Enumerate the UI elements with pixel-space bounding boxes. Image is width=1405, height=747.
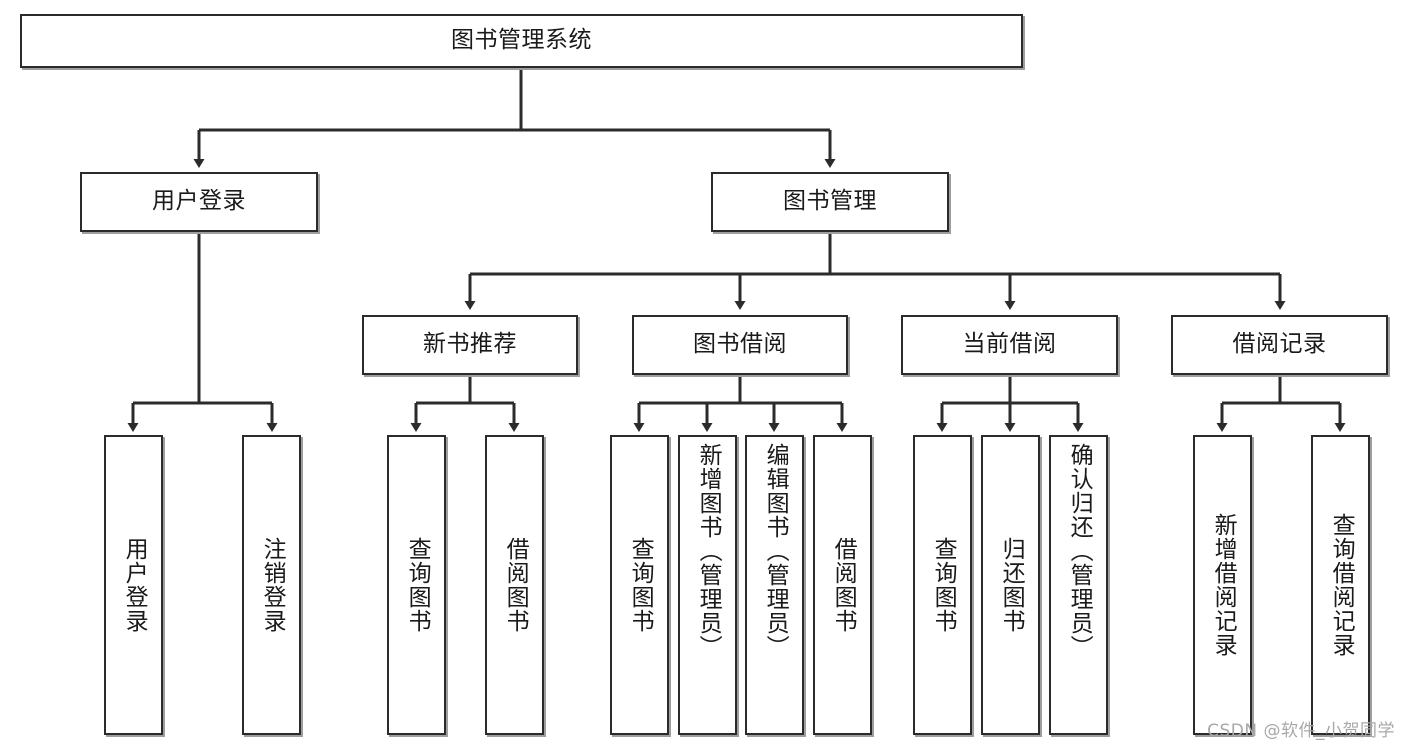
node-current-borrow[interactable]: 当前借阅 bbox=[901, 315, 1118, 375]
leaf-user-login-logout[interactable]: 注销登录 bbox=[242, 435, 301, 735]
leaf-new-book-borrow-label: 借阅图书 bbox=[502, 537, 529, 633]
leaf-current-return-book-label: 归还图书 bbox=[998, 537, 1025, 633]
node-current-borrow-label: 当前借阅 bbox=[962, 331, 1057, 358]
leaf-borrow-edit-book-label: 编辑图书（管理员） bbox=[762, 443, 789, 659]
leaf-borrow-query-book-label: 查询图书 bbox=[627, 537, 654, 633]
leaf-new-book-query[interactable]: 查询图书 bbox=[387, 435, 446, 735]
leaf-borrow-add-book[interactable]: 新增图书（管理员） bbox=[678, 435, 737, 735]
leaf-record-add[interactable]: 新增借阅记录 bbox=[1193, 435, 1252, 735]
node-new-book-recommend[interactable]: 新书推荐 bbox=[362, 315, 578, 375]
leaf-new-book-query-label: 查询图书 bbox=[404, 537, 431, 633]
node-user-login[interactable]: 用户登录 bbox=[80, 172, 318, 232]
leaf-record-query[interactable]: 查询借阅记录 bbox=[1311, 435, 1370, 735]
leaf-borrow-edit-book[interactable]: 编辑图书（管理员） bbox=[745, 435, 804, 735]
node-book-management-label: 图书管理 bbox=[783, 188, 877, 215]
leaf-new-book-borrow[interactable]: 借阅图书 bbox=[485, 435, 544, 735]
leaf-user-login-login[interactable]: 用户登录 bbox=[104, 435, 163, 735]
leaf-borrow-borrow-book[interactable]: 借阅图书 bbox=[813, 435, 872, 735]
leaf-current-confirm-return[interactable]: 确认归还（管理员） bbox=[1049, 435, 1108, 735]
node-user-login-label: 用户登录 bbox=[152, 188, 246, 215]
node-borrow-record-label: 借阅记录 bbox=[1232, 331, 1327, 358]
leaf-borrow-query-book[interactable]: 查询图书 bbox=[610, 435, 669, 735]
leaf-current-confirm-return-label: 确认归还（管理员） bbox=[1066, 443, 1093, 659]
node-root[interactable]: 图书管理系统 bbox=[20, 14, 1023, 68]
node-book-management[interactable]: 图书管理 bbox=[711, 172, 949, 232]
node-borrow-record[interactable]: 借阅记录 bbox=[1171, 315, 1388, 375]
node-book-borrow[interactable]: 图书借阅 bbox=[632, 315, 848, 375]
leaf-current-query-book-label: 查询图书 bbox=[930, 537, 957, 633]
node-new-book-recommend-label: 新书推荐 bbox=[423, 331, 517, 358]
leaf-user-login-logout-label: 注销登录 bbox=[259, 537, 286, 633]
leaf-current-return-book[interactable]: 归还图书 bbox=[981, 435, 1040, 735]
leaf-record-add-label: 新增借阅记录 bbox=[1210, 513, 1237, 657]
leaf-user-login-login-label: 用户登录 bbox=[121, 537, 148, 633]
leaf-current-query-book[interactable]: 查询图书 bbox=[913, 435, 972, 735]
node-book-borrow-label: 图书借阅 bbox=[693, 331, 787, 358]
node-root-label: 图书管理系统 bbox=[451, 27, 592, 54]
leaf-borrow-add-book-label: 新增图书（管理员） bbox=[695, 443, 722, 659]
leaf-record-query-label: 查询借阅记录 bbox=[1328, 513, 1355, 657]
leaf-borrow-borrow-book-label: 借阅图书 bbox=[830, 537, 857, 633]
